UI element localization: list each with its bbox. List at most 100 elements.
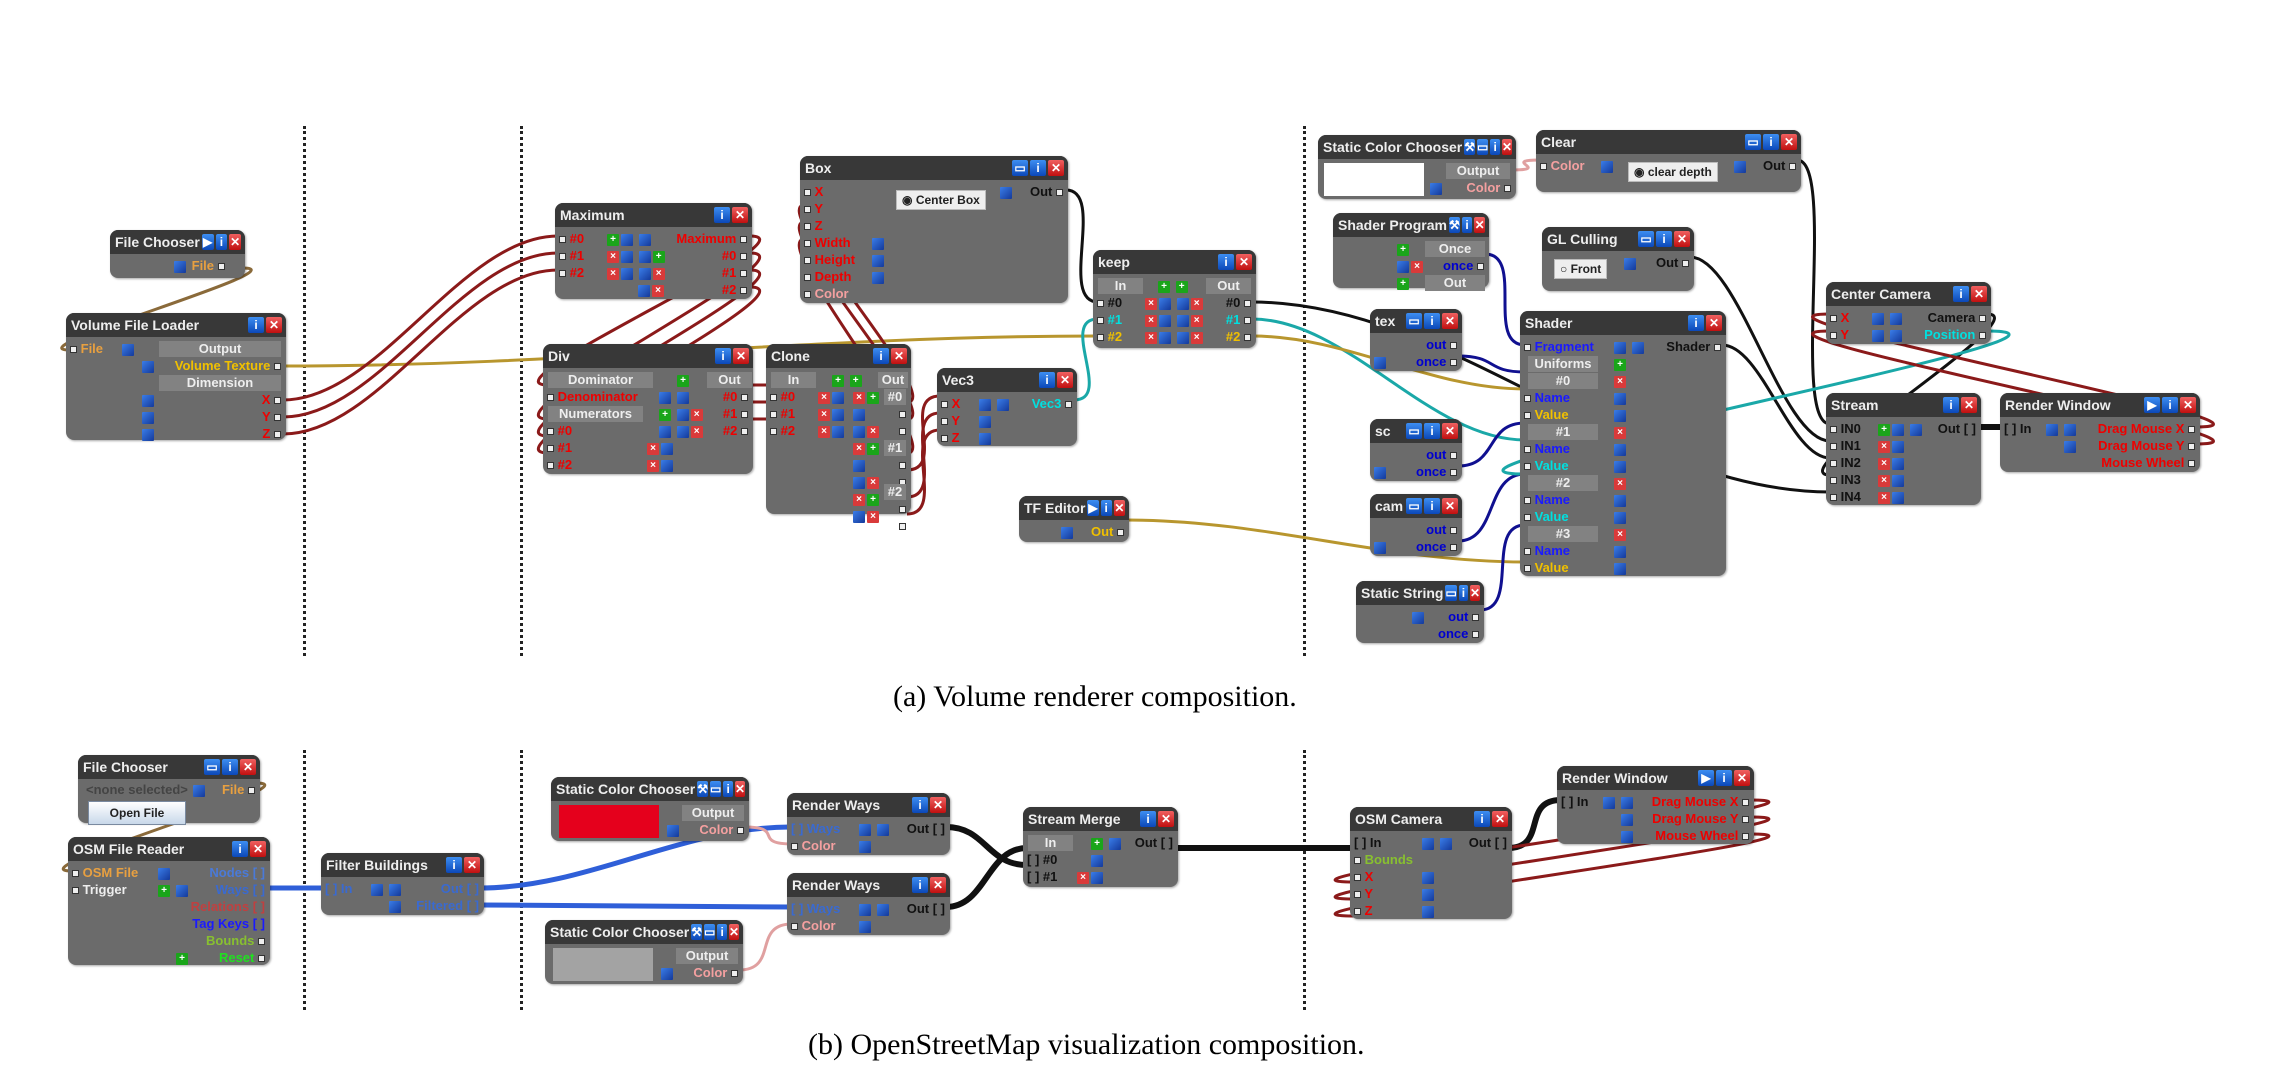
link-icon[interactable] (876, 823, 889, 836)
link-icon[interactable] (1614, 562, 1626, 575)
output-port[interactable] (2188, 426, 2195, 434)
add-icon[interactable]: + (832, 374, 844, 387)
add-icon[interactable]: + (158, 884, 170, 897)
static-color-chooser-red-node[interactable]: Static Color Chooser ⚒▭i✕ Output Color (551, 777, 749, 841)
link-icon[interactable] (876, 903, 889, 916)
output-port[interactable] (899, 428, 906, 436)
link-icon[interactable] (859, 840, 871, 853)
input-port[interactable] (770, 411, 777, 419)
close-icon[interactable]: ✕ (1057, 372, 1073, 388)
input-port[interactable] (1354, 891, 1361, 899)
remove-icon[interactable]: × (867, 425, 879, 438)
output-port[interactable] (1117, 529, 1124, 537)
minimize-icon[interactable]: ▭ (1406, 423, 1422, 439)
stream-node[interactable]: Stream i✕ IN0 IN1 IN2 IN3 IN4 + × × × × … (1826, 393, 1981, 505)
link-icon[interactable] (676, 391, 689, 404)
minimize-icon[interactable]: ▭ (1406, 498, 1422, 514)
output-port[interactable] (740, 236, 747, 244)
add-icon[interactable]: + (1158, 280, 1170, 293)
remove-icon[interactable]: × (1145, 314, 1157, 327)
close-icon[interactable]: ✕ (464, 857, 480, 873)
info-icon[interactable]: i (1943, 397, 1959, 413)
close-icon[interactable]: ✕ (1492, 811, 1508, 827)
link-icon[interactable] (667, 824, 679, 837)
render-ways-node[interactable]: Render Ways i✕ [ ] Ways Color Out [ ] (787, 793, 950, 855)
input-port[interactable] (1830, 494, 1837, 502)
remove-icon[interactable]: × (1878, 440, 1890, 453)
link-icon[interactable] (1621, 813, 1633, 826)
remove-icon[interactable]: × (867, 476, 879, 489)
link-icon[interactable] (1159, 331, 1171, 344)
info-icon[interactable]: i (1030, 160, 1046, 176)
link-icon[interactable] (979, 415, 991, 428)
close-icon[interactable]: ✕ (891, 348, 907, 364)
input-port[interactable] (559, 270, 566, 278)
close-icon[interactable]: ✕ (1734, 770, 1750, 786)
link-icon[interactable] (1889, 329, 1902, 342)
link-icon[interactable] (175, 884, 188, 897)
output-port[interactable] (741, 394, 748, 402)
minimize-icon[interactable]: ▭ (1477, 139, 1489, 155)
color-swatch[interactable] (553, 948, 653, 981)
input-port[interactable] (941, 418, 948, 426)
input-port[interactable] (72, 887, 79, 895)
minimize-icon[interactable]: ▭ (1445, 585, 1457, 601)
osm-file-chooser-node[interactable]: File Chooser ▭i✕ <none selected> File Op… (78, 755, 260, 825)
close-icon[interactable]: ✕ (728, 924, 739, 940)
tf-editor-node[interactable]: TF Editor ▶i✕ Out (1019, 496, 1129, 542)
static-string-node[interactable]: Static String ▭i✕ out once (1356, 581, 1484, 643)
input-port[interactable] (72, 870, 79, 878)
link-icon[interactable] (1614, 392, 1626, 405)
minimize-icon[interactable]: ▭ (1638, 231, 1654, 247)
wrench-icon[interactable]: ⚒ (1464, 139, 1476, 155)
input-port[interactable] (1524, 446, 1531, 454)
remove-icon[interactable]: × (1190, 331, 1203, 344)
link-icon[interactable] (832, 408, 844, 421)
info-icon[interactable]: i (222, 759, 238, 775)
input-port[interactable] (547, 462, 554, 470)
output-port[interactable] (2188, 460, 2195, 468)
link-icon[interactable] (142, 411, 154, 424)
link-icon[interactable] (142, 360, 154, 373)
link-icon[interactable] (1614, 460, 1626, 473)
link-icon[interactable] (371, 883, 383, 896)
link-icon[interactable] (853, 425, 865, 438)
input-port[interactable] (1097, 300, 1104, 308)
input-port[interactable] (1524, 548, 1531, 556)
link-icon[interactable] (1374, 541, 1386, 554)
link-icon[interactable] (1621, 830, 1633, 843)
output-port[interactable] (274, 397, 281, 405)
info-icon[interactable]: i (1490, 139, 1500, 155)
input-port[interactable] (941, 401, 948, 409)
link-icon[interactable] (1603, 796, 1615, 809)
stream-merge-node[interactable]: Stream Merge i✕ In + Out [ ] [ ] #0 [ ] … (1023, 807, 1178, 887)
output-port[interactable] (248, 787, 255, 795)
add-icon[interactable]: + (607, 233, 619, 246)
link-icon[interactable] (1601, 160, 1613, 173)
input-port[interactable] (1524, 497, 1531, 505)
info-icon[interactable]: i (1763, 134, 1779, 150)
output-port[interactable] (899, 411, 906, 419)
info-icon[interactable]: i (1953, 286, 1969, 302)
close-icon[interactable]: ✕ (732, 207, 748, 223)
info-icon[interactable]: i (1461, 217, 1473, 233)
link-icon[interactable] (979, 398, 991, 411)
remove-icon[interactable]: × (853, 442, 865, 455)
sc-node[interactable]: sc ▭i✕ out once (1370, 419, 1462, 481)
output-port[interactable] (737, 827, 744, 835)
output-port[interactable] (741, 428, 748, 436)
link-icon[interactable] (1422, 837, 1434, 850)
output-port[interactable] (1244, 300, 1251, 308)
link-icon[interactable] (1614, 409, 1626, 422)
link-icon[interactable] (872, 254, 884, 267)
add-icon[interactable]: + (849, 374, 862, 387)
remove-icon[interactable]: × (607, 250, 619, 263)
link-icon[interactable] (1000, 186, 1012, 199)
output-port[interactable] (1244, 317, 1251, 325)
link-icon[interactable] (1374, 356, 1386, 369)
add-icon[interactable]: + (867, 442, 879, 455)
remove-icon[interactable]: × (1411, 260, 1423, 273)
wrench-icon[interactable]: ⚒ (691, 924, 703, 940)
div-node[interactable]: Div i✕ Dominator + Out Denominator Numer… (543, 344, 753, 474)
input-port[interactable] (804, 189, 811, 197)
